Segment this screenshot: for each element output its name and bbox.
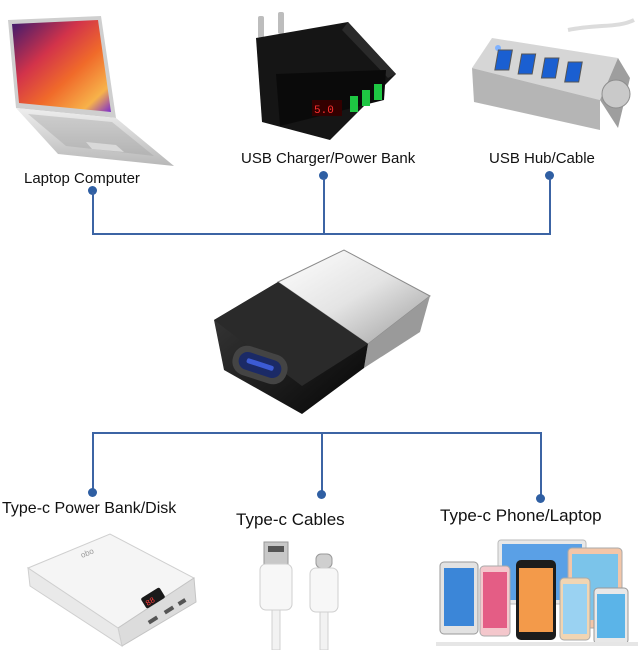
connector-dot-phone: [536, 494, 545, 503]
connector-line-cables: [321, 432, 323, 492]
connector-dot-hub: [545, 171, 554, 180]
connector-line-charger: [323, 178, 325, 234]
connector-line-top-horizontal: [92, 233, 551, 235]
label-usb-hub: USB Hub/Cable: [489, 150, 595, 167]
svg-text:88: 88: [144, 596, 157, 609]
power-bank-image: 88 obo: [26, 533, 197, 648]
connector-line-powerbank: [92, 432, 94, 492]
label-type-c-power-bank: Type-c Power Bank/Disk: [2, 500, 177, 517]
connector-line-hub: [549, 178, 551, 234]
laptop-image: [8, 16, 174, 166]
label-type-c-phone: Type-c Phone/Laptop: [440, 506, 602, 525]
connector-line-phone: [540, 432, 542, 496]
usb-cables-image: [259, 541, 339, 650]
connector-line-bottom-horizontal: [92, 432, 542, 434]
connector-line-laptop: [92, 192, 94, 234]
connector-dot-powerbank: [88, 488, 97, 497]
connector-dot-cables: [317, 490, 326, 499]
connector-dot-charger: [319, 171, 328, 180]
usb-c-adapter-image: [214, 249, 431, 414]
label-usb-charger: USB Charger/Power Bank: [241, 150, 416, 167]
label-laptop-computer: Laptop Computer: [24, 170, 140, 187]
usb-hub-image: [472, 18, 635, 130]
connector-dot-laptop: [88, 186, 97, 195]
type-c-devices-image: [436, 539, 638, 646]
svg-text:5.0: 5.0: [314, 105, 334, 117]
usb-charger-image: 5.0: [256, 12, 396, 140]
label-type-c-cables: Type-c Cables: [236, 510, 345, 529]
